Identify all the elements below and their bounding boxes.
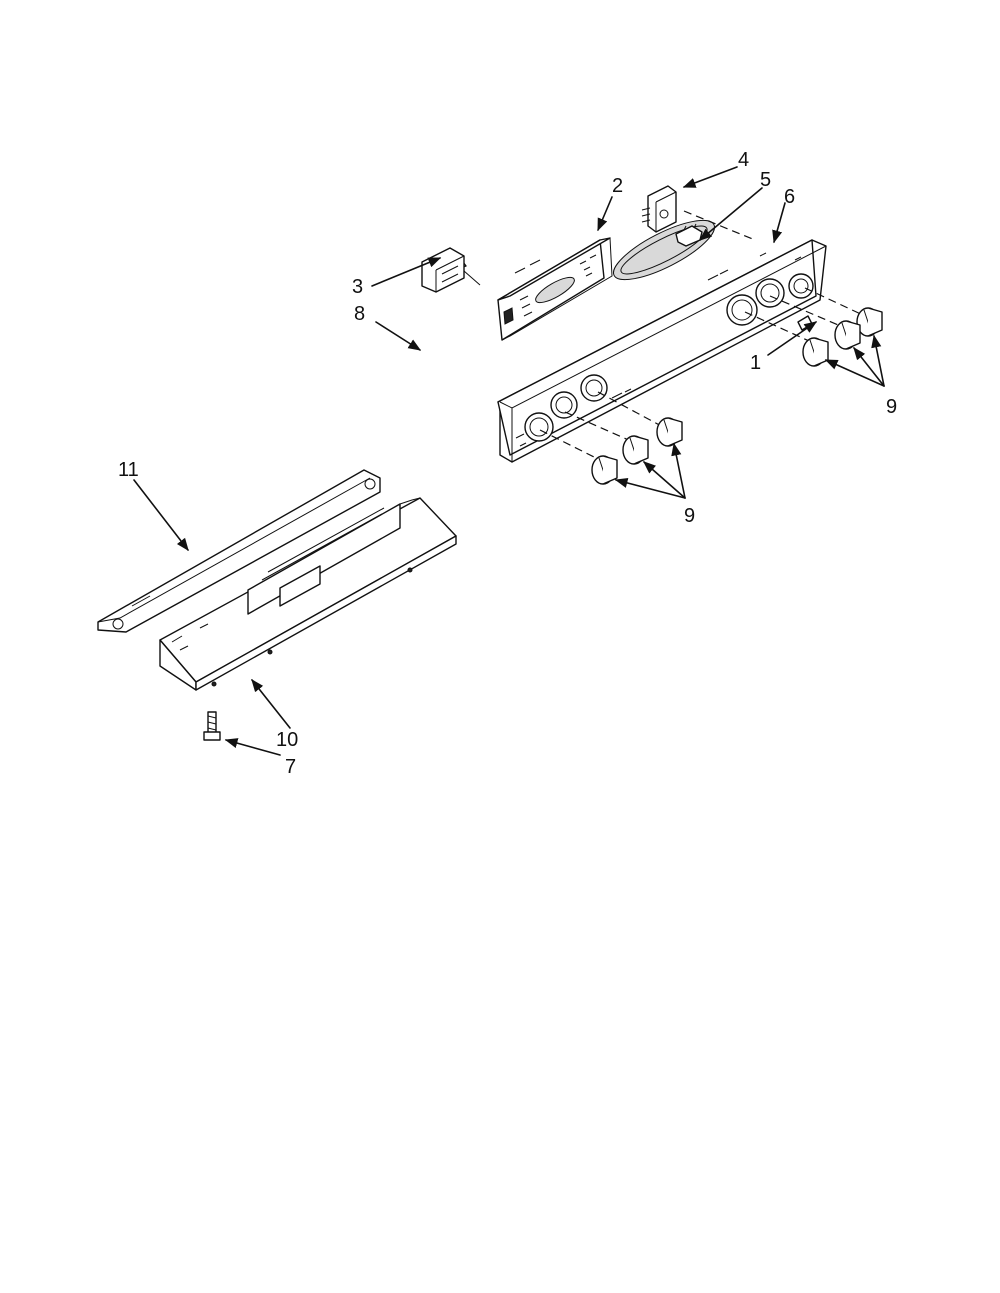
module-part bbox=[421, 247, 465, 293]
callout-10: 10 bbox=[276, 729, 298, 751]
callout-8: 8 bbox=[354, 303, 365, 325]
callout-7: 7 bbox=[285, 756, 296, 778]
callout-9-right: 9 bbox=[886, 396, 897, 418]
knobs-left-group bbox=[591, 417, 683, 485]
callout-11: 11 bbox=[118, 459, 139, 481]
callout-labels: 2 3 4 5 6 8 1 9 9 11 10 7 bbox=[118, 149, 897, 778]
callout-2: 2 bbox=[612, 175, 623, 197]
callout-9-left: 9 bbox=[684, 505, 695, 527]
knobs-right-group bbox=[802, 307, 883, 367]
mounting-bracket-part bbox=[159, 497, 457, 691]
callout-5: 5 bbox=[760, 169, 771, 191]
trim-strip-part bbox=[97, 469, 381, 633]
control-panel-part bbox=[497, 219, 827, 463]
electronic-control-part bbox=[497, 237, 613, 341]
screw-part bbox=[203, 711, 221, 741]
clip-part bbox=[797, 315, 813, 331]
leader-lines bbox=[133, 166, 885, 756]
callout-4: 4 bbox=[738, 149, 749, 171]
callout-1: 1 bbox=[750, 352, 761, 374]
callout-6: 6 bbox=[784, 186, 795, 208]
switch-part bbox=[641, 185, 677, 233]
callout-3: 3 bbox=[352, 276, 363, 298]
